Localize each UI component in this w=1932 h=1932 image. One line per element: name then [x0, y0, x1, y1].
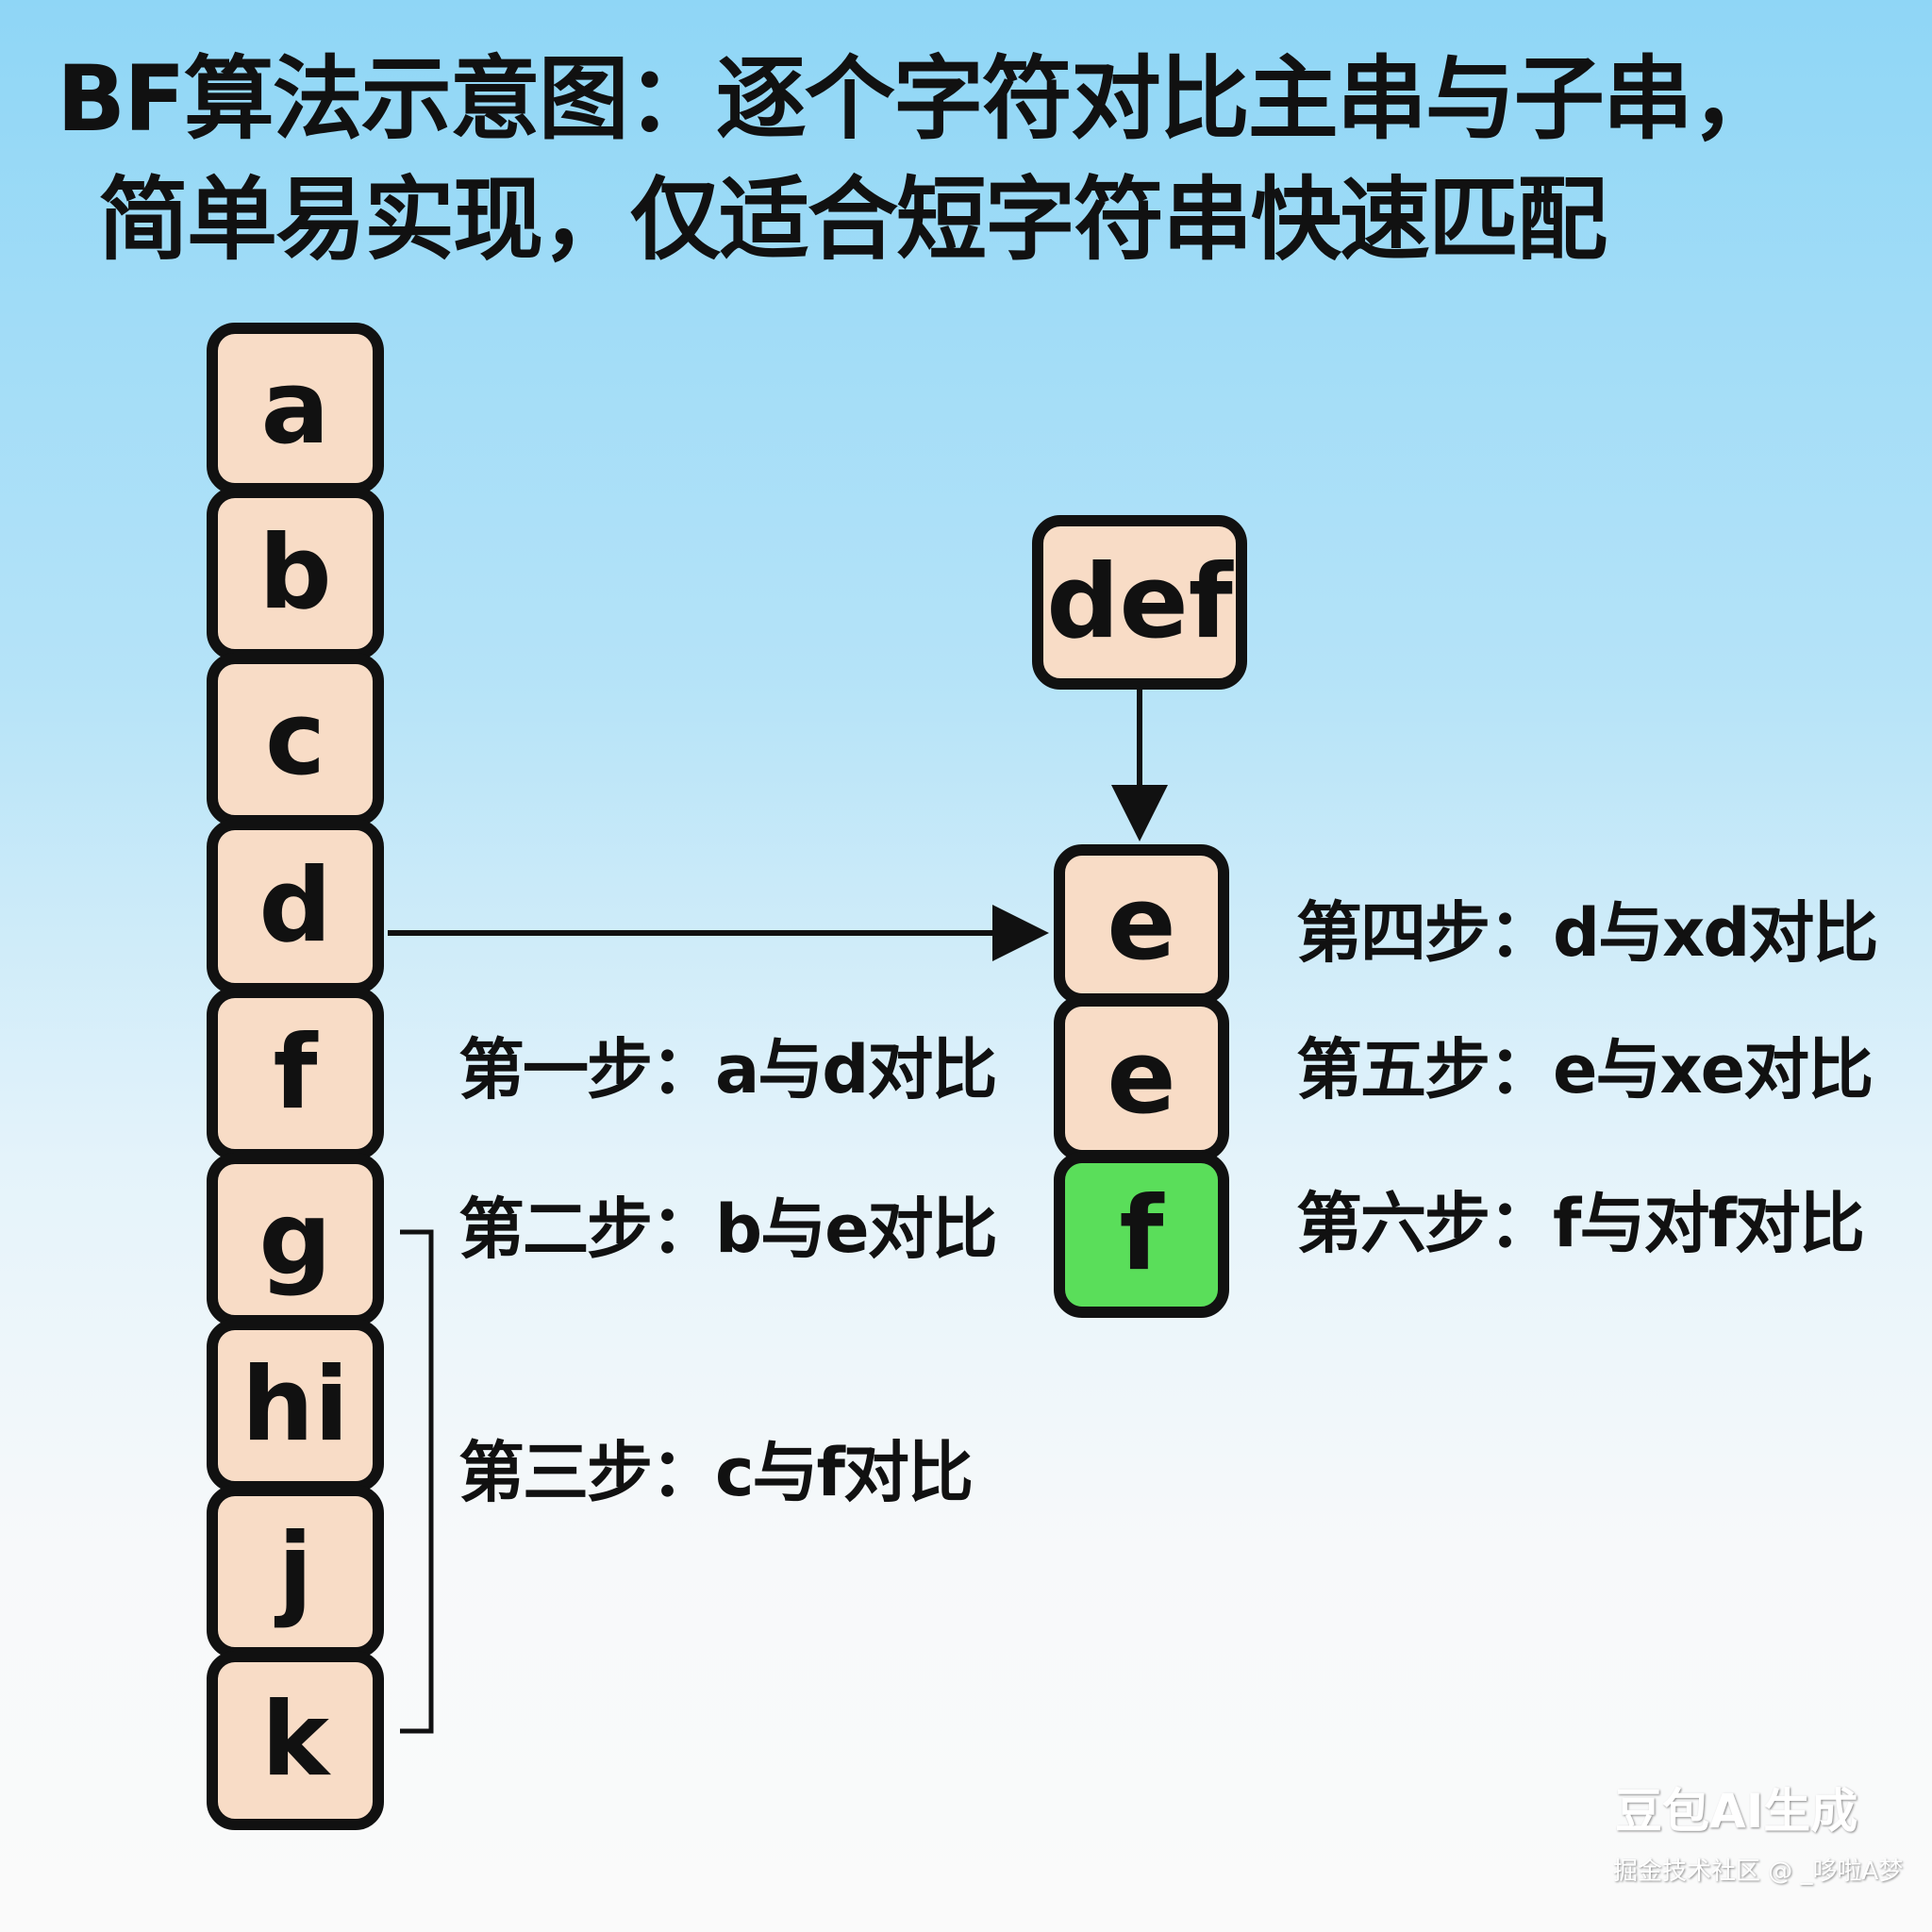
- main-char-box: g: [207, 1153, 384, 1326]
- title-line-2: 简单易实现，仅适合短字符串快速匹配: [98, 167, 1607, 273]
- main-char-box: c: [207, 653, 384, 826]
- step-label: 第三步：c与f对比: [458, 1434, 974, 1511]
- main-char-box: j: [207, 1485, 384, 1658]
- main-char-box: f: [207, 987, 384, 1160]
- watermark-brand: 豆包AI生成: [1615, 1784, 1858, 1839]
- title-line-1: BF算法示意图：逐个字符对比主串与子串，: [57, 46, 1782, 152]
- main-char-box: hi: [207, 1319, 384, 1492]
- main-char-box: b: [207, 487, 384, 660]
- pattern-char-box-matched: f: [1054, 1152, 1229, 1318]
- step-label: 第一步：a与d对比: [458, 1031, 997, 1108]
- pattern-char-box: e: [1054, 844, 1229, 1005]
- main-char-box: a: [207, 323, 384, 494]
- step-label: 第二步：b与e对比: [458, 1191, 998, 1268]
- pattern-char-box: e: [1054, 995, 1229, 1161]
- step-label: 第五步：e与xe对比: [1296, 1031, 1874, 1108]
- main-char-box: k: [207, 1651, 384, 1830]
- bracket: [400, 1229, 434, 1734]
- main-char-box: d: [207, 819, 384, 994]
- pattern-box-def: def: [1032, 515, 1247, 690]
- step-label: 第四步：d与xd对比: [1296, 894, 1878, 972]
- watermark-credit: 掘金技术社区 @ _哆啦A梦: [1613, 1857, 1904, 1886]
- step-label: 第六步：f与对f对比: [1296, 1185, 1865, 1262]
